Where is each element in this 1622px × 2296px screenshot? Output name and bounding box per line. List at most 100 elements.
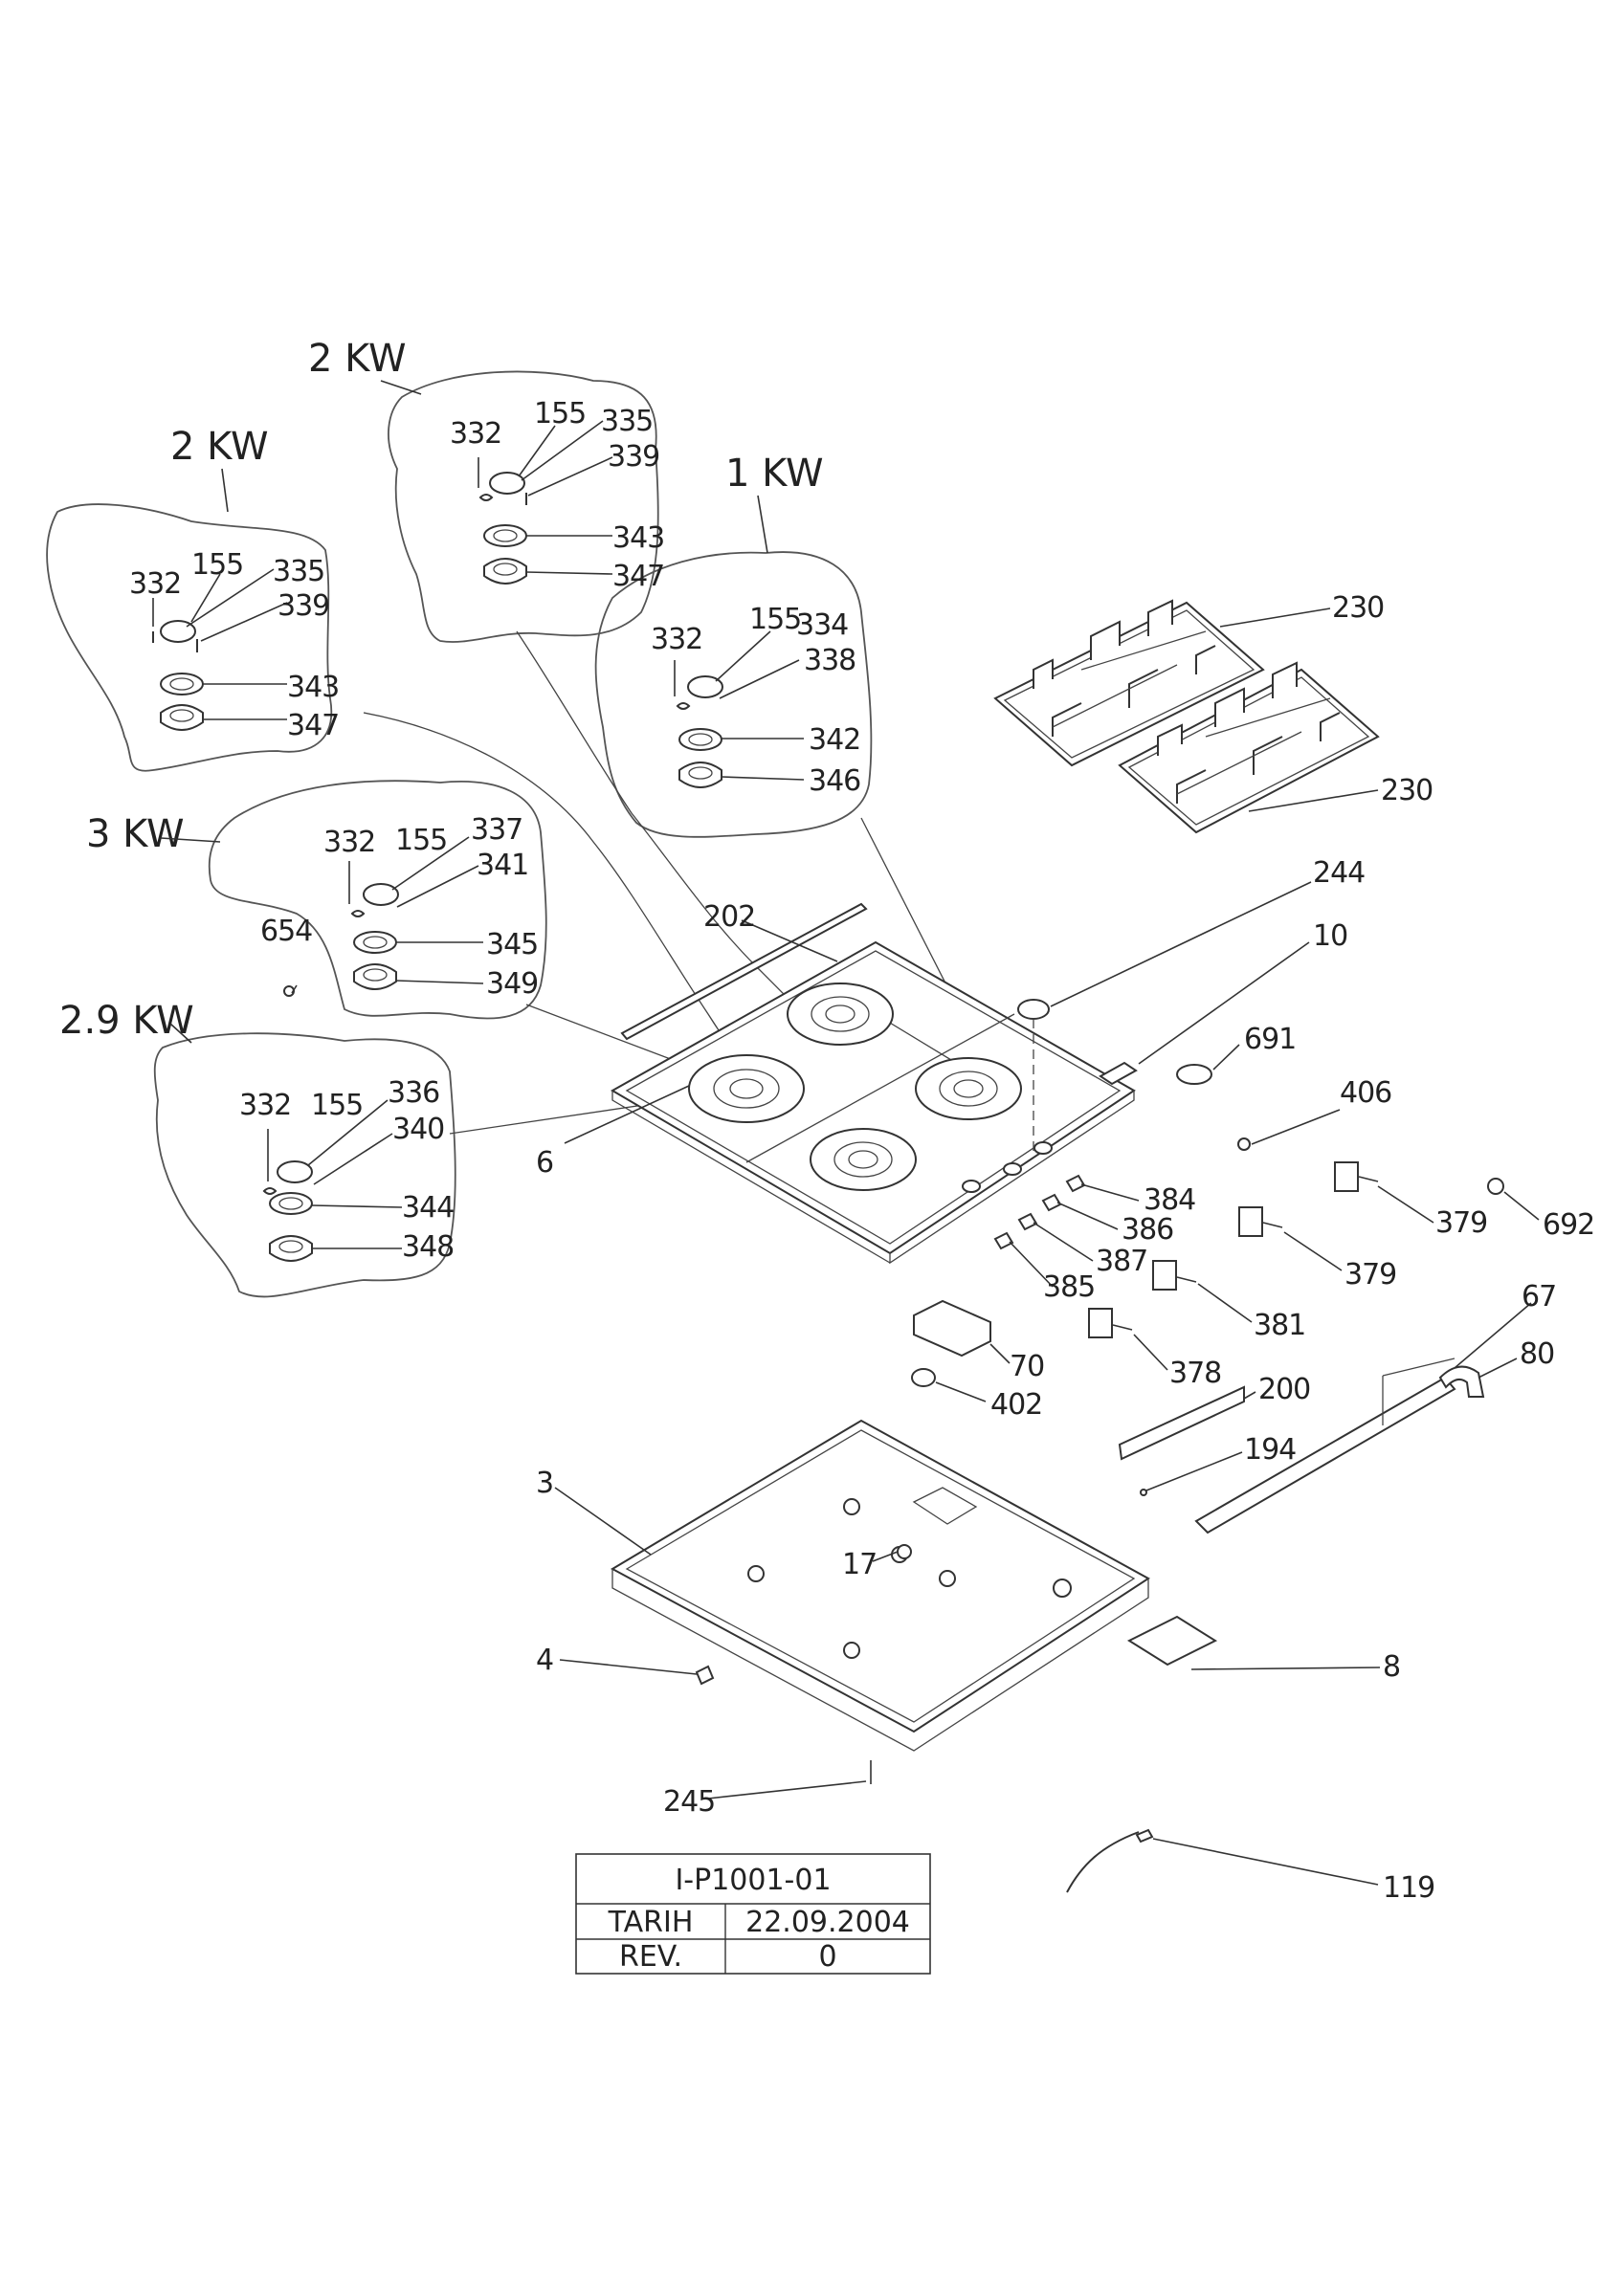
rev-value: 0 (818, 1940, 836, 1974)
burner-front-left (688, 1054, 805, 1123)
cloud-g4 (208, 780, 547, 1020)
label-g5-340: 340 (392, 1113, 444, 1146)
label-g4-155: 155 (395, 824, 447, 857)
part-691 (1176, 1064, 1212, 1085)
label-g1-347: 347 (287, 709, 339, 742)
label-67: 67 (1522, 1280, 1556, 1314)
label-g2-335: 335 (601, 405, 653, 438)
injectors (993, 1174, 1086, 1250)
label-202: 202 (703, 900, 755, 934)
label-g1-332: 332 (129, 567, 181, 601)
date-value: 22.09.2004 (745, 1906, 910, 1939)
label-230-bottom: 230 (1381, 774, 1433, 807)
label-230-top: 230 (1332, 591, 1384, 625)
label-4: 4 (536, 1644, 553, 1677)
label-g5-332: 332 (239, 1089, 291, 1122)
label-g3-342: 342 (809, 723, 860, 757)
part-244 (1017, 999, 1050, 1020)
label-379-right: 379 (1435, 1206, 1487, 1240)
label-386: 386 (1122, 1213, 1173, 1247)
power-label-g2: 2 KW (308, 337, 407, 381)
label-g5-155: 155 (311, 1089, 363, 1122)
burner-rear-right (915, 1057, 1022, 1120)
cloud-g5 (153, 1032, 456, 1298)
label-8: 8 (1383, 1650, 1400, 1684)
drawing-number: I-P1001-01 (675, 1864, 831, 1897)
label-g1-339: 339 (278, 589, 329, 623)
label-g5-336: 336 (388, 1076, 439, 1110)
label-g4-337: 337 (471, 813, 522, 847)
label-244: 244 (1313, 856, 1365, 890)
label-g4-332: 332 (323, 826, 375, 859)
label-g1-343: 343 (287, 671, 339, 704)
label-245: 245 (663, 1785, 715, 1819)
label-g3-346: 346 (809, 764, 860, 798)
part-4-clip (695, 1665, 715, 1686)
power-label-g4: 3 KW (86, 812, 185, 856)
label-g2-332: 332 (450, 417, 501, 451)
label-g2-343: 343 (612, 521, 664, 555)
burner-group-5: 2.9 KW (59, 999, 690, 1262)
label-17: 17 (842, 1548, 877, 1581)
gas-valves (1088, 1161, 1379, 1338)
title-block: I-P1001-01 TARIH 22.09.2004 REV. 0 (575, 1853, 931, 1975)
date-label: TARIH (608, 1906, 694, 1939)
label-80: 80 (1520, 1337, 1554, 1371)
rev-label: REV. (619, 1940, 682, 1974)
label-194: 194 (1244, 1433, 1296, 1467)
label-654: 654 (260, 915, 312, 948)
pan-support-right (1118, 661, 1380, 834)
label-g3-332: 332 (651, 623, 702, 656)
label-385: 385 (1043, 1270, 1095, 1304)
label-70: 70 (1010, 1350, 1044, 1383)
label-10: 10 (1313, 919, 1347, 953)
label-6: 6 (536, 1146, 553, 1180)
base-tray (610, 1419, 1150, 1752)
label-200: 200 (1258, 1373, 1310, 1406)
label-402: 402 (990, 1388, 1042, 1422)
burner-group-2: 2 KW (308, 337, 613, 585)
label-g2-347: 347 (612, 560, 664, 593)
burner-group-1: 2 KW (152, 425, 288, 731)
burner-group-3: 1 KW (674, 452, 987, 1063)
label-381: 381 (1254, 1309, 1305, 1342)
label-g4-341: 341 (477, 849, 528, 882)
label-3: 3 (536, 1467, 553, 1500)
cloud-g2 (388, 370, 659, 643)
label-384: 384 (1144, 1183, 1195, 1217)
part-200-bracket (1118, 1385, 1245, 1461)
power-label-g1: 2 KW (170, 425, 269, 469)
part-8-cover (1126, 1615, 1218, 1667)
cloud-g1 (46, 503, 333, 772)
label-119: 119 (1383, 1871, 1434, 1905)
label-387: 387 (1096, 1245, 1147, 1278)
label-692: 692 (1543, 1208, 1594, 1242)
label-g3-155: 155 (749, 603, 801, 636)
label-g3-334: 334 (796, 608, 848, 642)
part-406 (1237, 1137, 1251, 1151)
part-119-cable (1066, 1831, 1140, 1893)
label-406: 406 (1340, 1076, 1391, 1110)
part-17 (897, 1544, 912, 1559)
power-label-g5: 2.9 KW (59, 999, 194, 1043)
label-g5-348: 348 (402, 1230, 454, 1264)
label-g4-349: 349 (486, 967, 538, 1001)
pan-support-left (993, 599, 1265, 767)
label-g1-155: 155 (191, 548, 243, 582)
label-g5-344: 344 (402, 1191, 454, 1225)
part-10-knob (1099, 1061, 1138, 1086)
burner-front-right (810, 1128, 917, 1191)
part-692 (1487, 1178, 1504, 1195)
part-70-box (913, 1299, 991, 1358)
part-67-pipe (1194, 1376, 1456, 1534)
part-402 (911, 1368, 936, 1387)
label-g4-345: 345 (486, 928, 538, 961)
label-378: 378 (1169, 1357, 1221, 1390)
label-g3-338: 338 (804, 644, 855, 677)
label-379-left: 379 (1344, 1258, 1396, 1292)
label-691: 691 (1244, 1023, 1296, 1056)
label-g2-155: 155 (534, 397, 586, 430)
part-number-labels: 332 155 335 339 343 347 332 155 335 339 … (129, 397, 1595, 1905)
burner-group-4: 3 KW (86, 812, 704, 1072)
